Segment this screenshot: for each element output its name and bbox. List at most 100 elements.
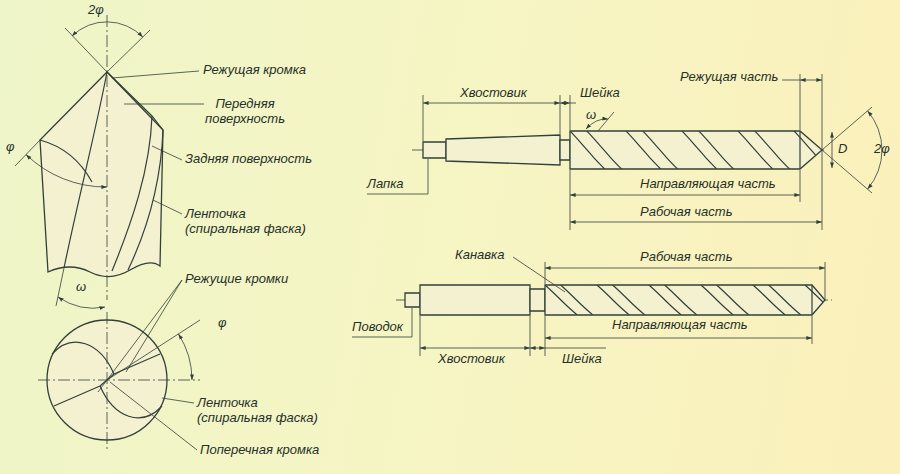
flute-edge <box>649 285 681 315</box>
flute-edge <box>769 285 801 315</box>
part-label: Шейка <box>580 86 620 101</box>
flute-edge <box>493 285 525 315</box>
flute-edge <box>514 131 549 169</box>
dimension-line <box>545 338 812 339</box>
part-label-text: φ <box>6 140 14 155</box>
part-label-text: Хвостовик <box>438 352 505 367</box>
flute-edge <box>821 285 853 315</box>
drawing-line <box>423 95 570 141</box>
flutes <box>493 285 853 315</box>
flute-edge <box>701 285 733 315</box>
part-label-text: Хвостовик <box>460 86 527 101</box>
drawing-line <box>124 104 204 105</box>
flute-edge <box>805 285 837 315</box>
part-label: Режущие кромки <box>185 272 288 287</box>
drawing-line <box>152 146 182 160</box>
part-label-text: Поводок <box>352 320 403 335</box>
drill-point-view <box>15 15 163 308</box>
part-label-text: D <box>838 142 847 157</box>
part-label: Хвостовик <box>438 352 505 367</box>
flute-edge <box>626 131 661 169</box>
drawing-line <box>570 103 576 104</box>
drawing-line <box>128 130 163 270</box>
drawing-line <box>513 257 565 292</box>
part-label: Направляющая часть <box>612 318 748 333</box>
taper-shank-drill <box>367 74 882 230</box>
drawing-line <box>153 200 182 214</box>
drawing-line <box>420 316 812 356</box>
part-label: Рабочая часть <box>640 250 733 265</box>
flute-edge <box>753 285 785 315</box>
part-label-text: Шейка <box>580 86 620 101</box>
axis-line <box>107 15 108 300</box>
part-label: φ <box>218 316 226 331</box>
dimension-line <box>26 155 107 188</box>
axis-line <box>38 312 200 450</box>
drawing-line <box>100 386 162 418</box>
drawing-line <box>811 285 812 315</box>
dimension-line <box>832 132 833 168</box>
dimension-line <box>58 297 105 308</box>
dimension-line <box>570 195 800 196</box>
drawing-line <box>110 382 197 450</box>
part-label: Шейка <box>562 352 602 367</box>
part-label: Поперечная кромка <box>200 443 319 458</box>
flute-edge <box>643 131 678 169</box>
part-label: Задняя поверхность <box>185 152 312 167</box>
drawing-line <box>107 72 163 130</box>
drawing-line <box>98 280 182 392</box>
drawing-line <box>367 159 428 194</box>
part-label: ω <box>76 280 86 295</box>
part-label-text: ω <box>586 108 596 123</box>
part-label-text: Задняя поверхность <box>185 152 312 167</box>
dimension-line <box>560 103 570 104</box>
flute-edge <box>597 285 629 315</box>
part-label-text: Ленточка (спиральная фаска) <box>185 207 315 237</box>
drawing-line <box>799 131 800 169</box>
drawing-line <box>352 308 412 337</box>
part-label-text: Режущая кромка <box>203 63 306 78</box>
flute-edge <box>587 131 622 169</box>
flute-edge <box>682 131 717 169</box>
part-label-text: Канавка <box>455 248 504 263</box>
part-label-text: Передняя поверхность <box>195 97 295 127</box>
flute-edge <box>665 285 697 315</box>
flute-edge <box>717 285 749 315</box>
part-label-text: Направляющая часть <box>612 318 748 333</box>
part-label: 2φ <box>88 3 104 18</box>
drill-outline <box>545 285 825 315</box>
flute-edge <box>755 131 790 169</box>
dimension-line <box>570 222 822 223</box>
part-label: Хвостовик <box>460 86 527 101</box>
part-label: Передняя поверхность <box>195 97 295 127</box>
flutes <box>514 131 846 169</box>
drawing-line <box>15 140 40 166</box>
part-label: Поводок <box>352 320 403 335</box>
part-label: ω <box>586 108 596 123</box>
flute-edge <box>613 285 645 315</box>
drawing-line <box>40 140 92 182</box>
drawing-line <box>107 320 200 380</box>
dimension-line <box>420 348 530 349</box>
part-label-text: Режущая часть <box>680 70 778 85</box>
dimension-line <box>530 348 545 349</box>
part-label: Лапка <box>367 177 404 192</box>
part-label-text: φ <box>218 316 226 331</box>
drill-outline <box>446 135 560 165</box>
drawing-line <box>112 71 199 78</box>
drill-outline <box>530 289 545 311</box>
flute-edge <box>531 131 566 169</box>
leader-lines <box>98 71 204 450</box>
part-label-text: Режущие кромки <box>185 272 288 287</box>
part-label-text: 2φ <box>88 3 104 18</box>
part-label-text: ω <box>76 280 86 295</box>
drawing-line <box>52 342 114 374</box>
part-label-text: Лапка <box>367 177 404 192</box>
part-label-text: Поперечная кромка <box>200 443 319 458</box>
drill-outline <box>405 293 420 307</box>
drill-end-view <box>38 312 200 450</box>
part-label: Ленточка (спиральная фаска) <box>185 207 315 237</box>
drawing-line <box>65 28 150 72</box>
drawing-line <box>545 262 825 299</box>
part-label-text: Рабочая часть <box>640 250 733 265</box>
